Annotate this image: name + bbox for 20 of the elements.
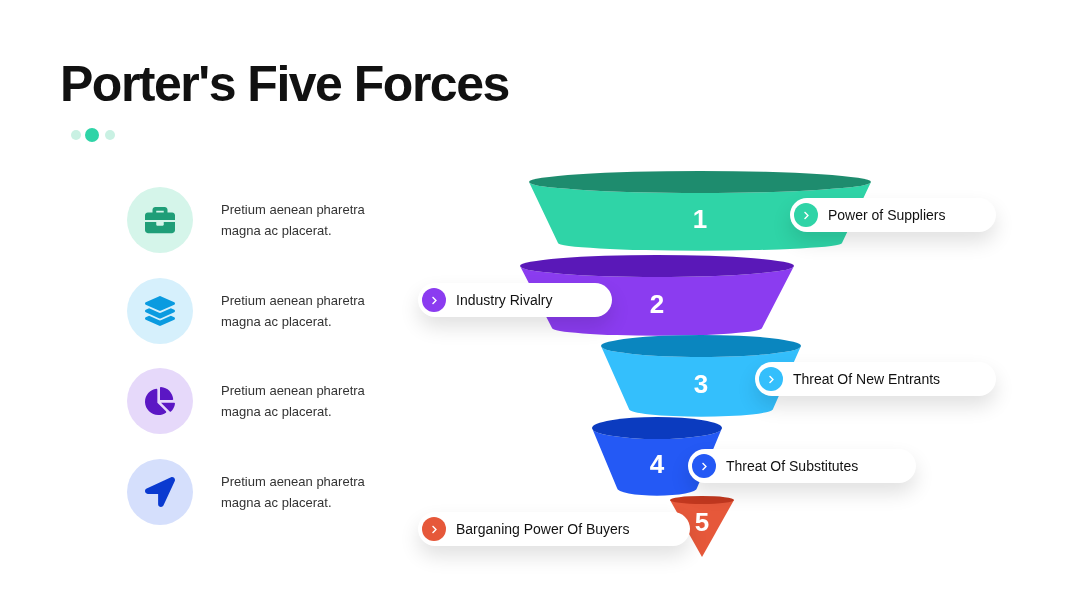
segment-number: 4 — [649, 449, 665, 480]
label-pill — [418, 512, 690, 546]
description-text: Pretium aenean pharetra magna ac placerat. — [221, 473, 366, 512]
force-label: Threat Of Substitutes — [726, 456, 859, 476]
segment-number: 5 — [694, 506, 710, 537]
segment-number: 1 — [692, 204, 708, 234]
force-label: Power of Suppliers — [828, 205, 946, 225]
label-pill — [418, 283, 612, 317]
force-label: Threat Of New Entrants — [793, 369, 941, 389]
label-pill — [688, 449, 916, 483]
force-label: Industry Rivalry — [456, 290, 553, 310]
force-label: Barganing Power Of Buyers — [456, 519, 630, 539]
label-pill — [755, 362, 996, 396]
segment-number: 3 — [693, 369, 709, 400]
description-text: Pretium aenean pharetra magna ac placerat. — [221, 382, 366, 421]
segment-number: 2 — [649, 288, 665, 319]
description-text: Pretium aenean pharetra magna ac placerat. — [221, 292, 366, 331]
label-pill — [790, 198, 996, 232]
title: Porter's Five Forces — [60, 55, 509, 114]
description-text: Pretium aenean pharetra magna ac placerat. — [221, 201, 366, 240]
